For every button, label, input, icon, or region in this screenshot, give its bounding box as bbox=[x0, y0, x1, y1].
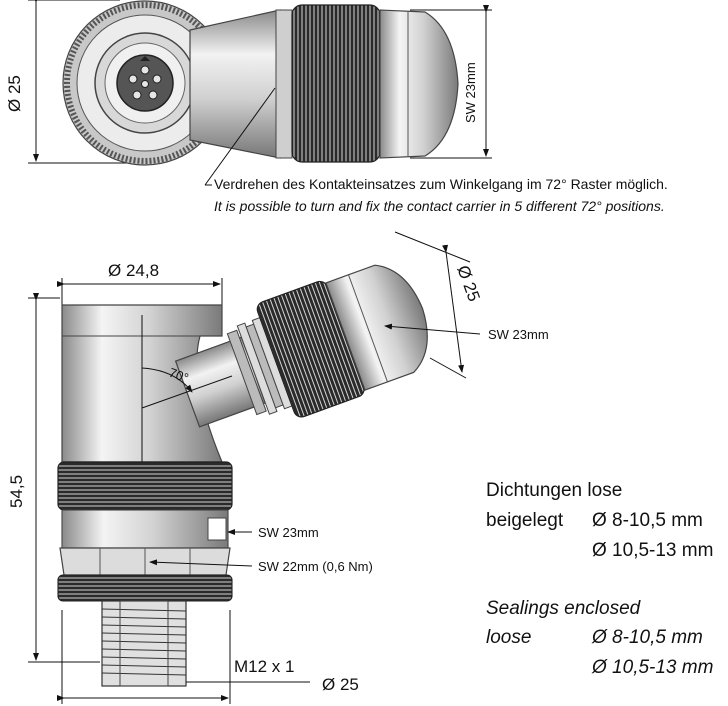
top-wrench-dimension bbox=[410, 5, 492, 159]
body-wrench-label: SW 22mm (0,6 Nm) bbox=[258, 559, 373, 574]
note-german: Verdrehen des Kontakteinsatzes zum Winke… bbox=[214, 176, 668, 192]
angled-diameter-label: Ø 25 bbox=[453, 263, 483, 304]
angled-arm bbox=[174, 264, 428, 428]
top-cable-gland bbox=[379, 9, 459, 159]
top-knurled-nut bbox=[291, 4, 381, 163]
contact-pins bbox=[128, 65, 162, 100]
angled-diameter-dimension bbox=[394, 231, 471, 379]
side-view: Ø 24,8 70° Ø 25 bbox=[7, 231, 549, 704]
side-height-label: 54,5 bbox=[7, 475, 26, 508]
side-height-dimension bbox=[28, 293, 100, 663]
bottom-diameter-dimension bbox=[57, 610, 231, 704]
angled-wrench-label: SW 23mm bbox=[488, 327, 549, 342]
legend-de-word: beigelegt bbox=[486, 510, 564, 531]
angled-cable-gland bbox=[325, 264, 428, 391]
legend-de-range-2: Ø 10,5-13 mm bbox=[592, 540, 713, 561]
top-wrench-label: SW 23mm bbox=[463, 62, 478, 123]
legend-en-range-2: Ø 10,5-13 mm bbox=[591, 657, 713, 678]
thread-label: M12 x 1 bbox=[234, 657, 294, 676]
sealing-legend: Dichtungen lose beigelegt Ø 8-10,5 mm Ø … bbox=[486, 480, 713, 678]
top-view: Ø 25 SW 23mm bbox=[5, 0, 492, 186]
note-english: It is possible to turn and fix the conta… bbox=[214, 198, 665, 214]
angled-wrench-leader bbox=[384, 323, 481, 335]
lower-knurled-ring bbox=[57, 574, 233, 602]
bottom-diameter-label: Ø 25 bbox=[322, 675, 359, 694]
angle-indicator bbox=[141, 315, 233, 462]
legend-de-title: Dichtungen lose bbox=[486, 480, 622, 501]
legend-en-title: Sealings enclosed bbox=[486, 598, 642, 619]
m12-thread bbox=[101, 600, 187, 687]
angle-label: 70° bbox=[167, 365, 191, 386]
legend-en-range-1: Ø 8-10,5 mm bbox=[591, 627, 703, 648]
legend-en-word: loose bbox=[486, 627, 531, 648]
note-leader bbox=[204, 87, 276, 186]
side-width-label: Ø 24,8 bbox=[108, 261, 159, 280]
top-diameter-label: Ø 25 bbox=[5, 75, 24, 112]
legend-de-range-1: Ø 8-10,5 mm bbox=[592, 510, 703, 531]
body-wrench-leader bbox=[149, 559, 253, 567]
nut-wrench-label: SW 23mm bbox=[258, 525, 319, 540]
top-body bbox=[189, 9, 281, 159]
coupling-ring bbox=[57, 461, 233, 511]
